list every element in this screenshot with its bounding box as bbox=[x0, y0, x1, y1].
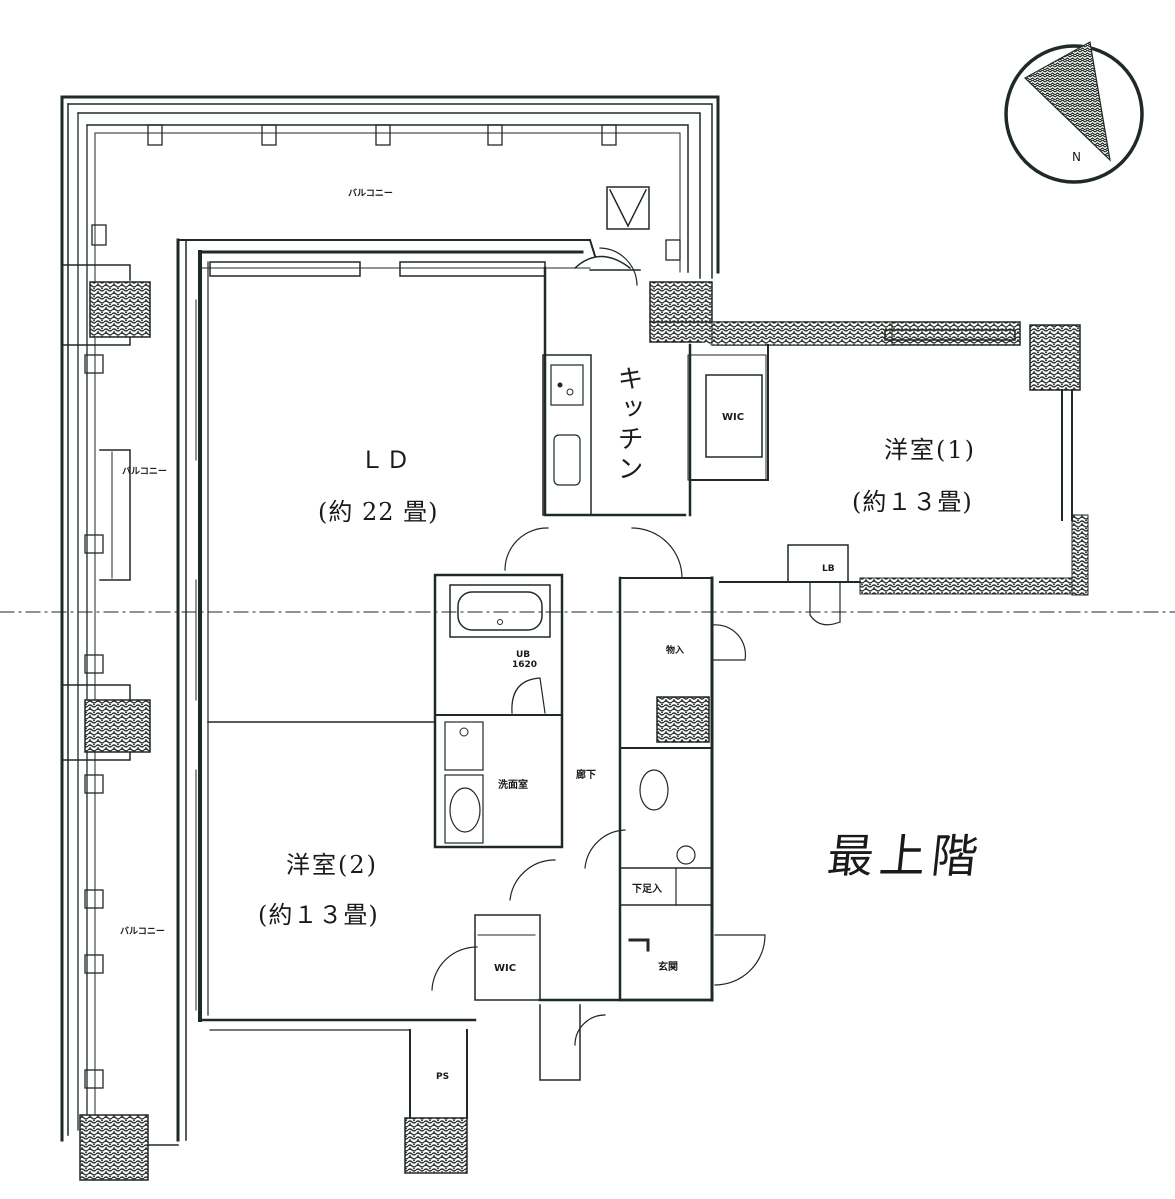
room-wic2-name: WIC bbox=[494, 963, 517, 974]
room-bath-name: UB bbox=[516, 650, 531, 660]
room-corridor-name: 廊下 bbox=[576, 770, 596, 781]
room-entrance-name: 玄関 bbox=[658, 962, 678, 973]
room-kitchen-name: キッチン bbox=[613, 365, 643, 485]
room-washroom-name: 洗面室 bbox=[498, 780, 528, 791]
room-linen-name: LB bbox=[822, 564, 835, 574]
room-shoe-box-name: 下足入 bbox=[632, 884, 662, 895]
room-western1-name: 洋室(1) bbox=[884, 436, 976, 464]
room-ps-name: PS bbox=[436, 1072, 450, 1082]
room-western2-size: (約１３畳) bbox=[258, 901, 379, 929]
balcony-label-top: バルコニー bbox=[348, 189, 393, 199]
room-western2-name: 洋室(2) bbox=[286, 851, 378, 879]
north-compass-icon bbox=[1004, 41, 1144, 184]
balcony-label-left-lower: バルコニー bbox=[120, 927, 165, 937]
floor-level-label: 最上階 bbox=[824, 829, 987, 883]
compass-north-label: N bbox=[1072, 150, 1081, 164]
room-wic1-name: WIC bbox=[722, 412, 745, 423]
room-ld-name: ＬＤ bbox=[360, 446, 412, 474]
room-ld-size: (約 22 畳) bbox=[318, 498, 439, 526]
room-bath-size: 1620 bbox=[512, 660, 538, 670]
room-western1-size: (約１３畳) bbox=[852, 488, 973, 516]
room-storage-name: 物入 bbox=[666, 646, 685, 656]
balcony-label-left-upper: バルコニー bbox=[122, 467, 167, 477]
